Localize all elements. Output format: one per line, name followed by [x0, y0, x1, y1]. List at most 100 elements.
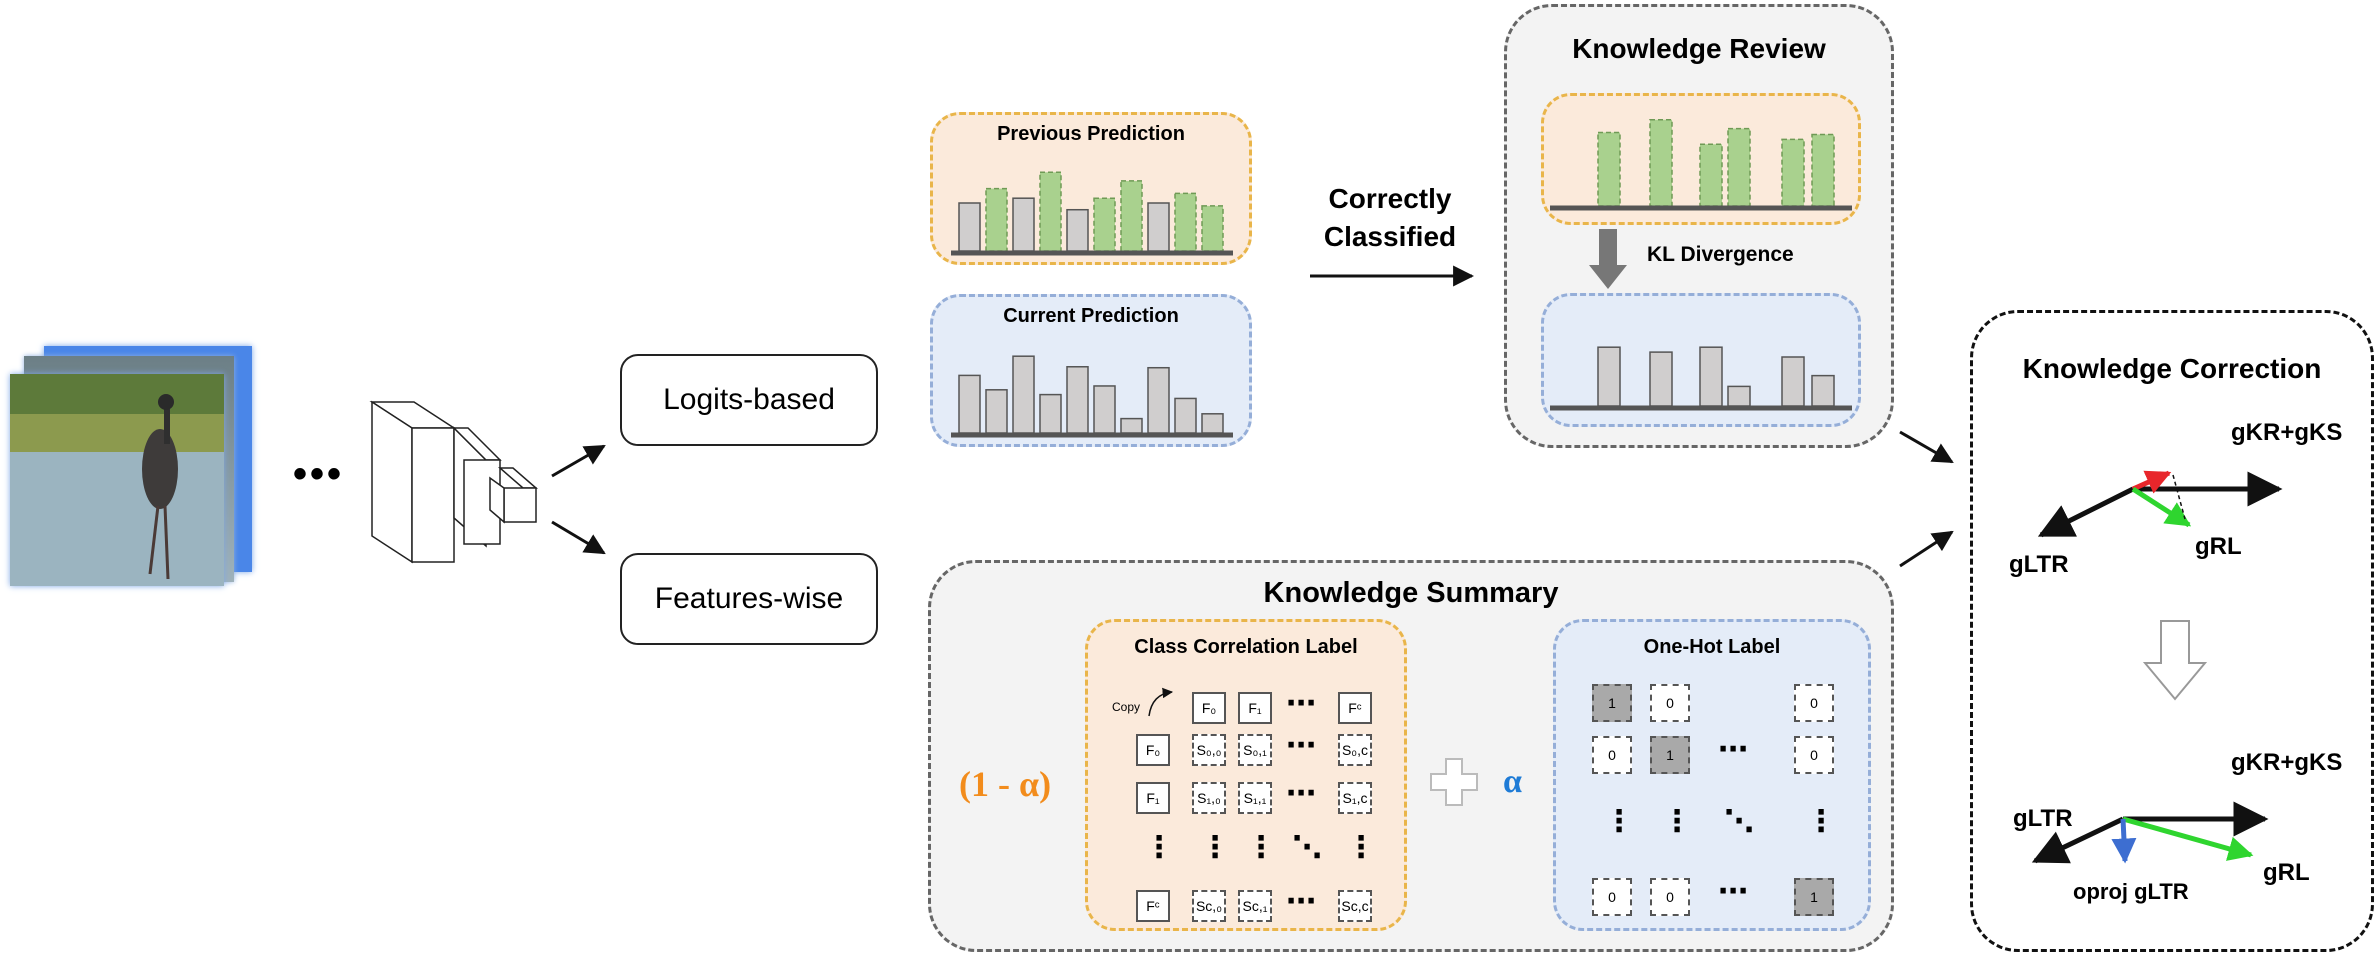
one-hot-title: One-Hot Label: [1643, 636, 1781, 658]
current-prediction-title: Current Prediction: [1003, 305, 1179, 327]
bar-gray: [1811, 374, 1835, 407]
oproj-label: oproj gLTR: [2073, 879, 2189, 904]
bar-gray: [985, 389, 1008, 434]
ccl-cell: Sc,₀: [1192, 890, 1226, 922]
ccl-header-f0: F₀: [1192, 692, 1226, 724]
features-wise-box: Features-wise: [620, 553, 878, 645]
image-front: [10, 374, 224, 586]
onehot-h-dots: ⋯: [1718, 733, 1750, 766]
top-gltr-label: gLTR: [2009, 551, 2069, 578]
ccl-d-dots: ⋱: [1292, 831, 1324, 864]
arrow-to-features: [551, 520, 606, 555]
arrow-summary-to-correction: [1899, 530, 1954, 568]
ccl-side-f0: F₀: [1136, 734, 1170, 766]
ccl-h-dots: ⋯: [1286, 777, 1318, 810]
ccl-h-dots: ⋯: [1286, 885, 1318, 918]
kl-divergence-label: KL Divergence: [1647, 243, 1794, 266]
bar-green: [1699, 143, 1723, 207]
review-previous-bars: [1550, 119, 1852, 211]
knowledge-correction-panel: Knowledge Correction gKR+gKS gLTR gRL gK…: [1970, 310, 2374, 952]
bar-gray: [1039, 393, 1062, 434]
hollow-down-arrow-icon: [2143, 620, 2207, 701]
previous-prediction-title: Previous Prediction: [997, 123, 1185, 145]
correctly-label-line1: Correctly: [1328, 183, 1452, 214]
onehot-cell: 0: [1650, 878, 1690, 916]
current-prediction-bars: [951, 355, 1233, 438]
knowledge-summary-title: Knowledge Summary: [1263, 577, 1559, 609]
ccl-side-f1: F₁: [1136, 782, 1170, 814]
ccl-cell: S₀,c: [1338, 734, 1372, 766]
bar-gray: [1649, 351, 1673, 407]
onehot-h-dots: ⋯: [1718, 875, 1750, 908]
bar-gray: [1093, 385, 1116, 434]
onehot-cell: 0: [1794, 684, 1834, 722]
features-wise-label: Features-wise: [654, 582, 844, 615]
one-hot-label-panel: One-Hot Label 1 0 0 0 1 ⋯ 0 ⋮ ⋮ ⋱ ⋮ 0 0 …: [1553, 619, 1871, 931]
alpha-coefficient: α: [1503, 763, 1522, 800]
knowledge-correction-title: Knowledge Correction: [2022, 353, 2322, 384]
bar-green: [1727, 127, 1751, 207]
bar-gray: [1120, 417, 1143, 434]
correction-top-vectors: [2037, 470, 2283, 538]
onehot-cell: 1: [1650, 736, 1690, 774]
bar-gray: [1597, 346, 1621, 407]
knowledge-review-panel: Knowledge Review KL Divergence: [1504, 4, 1894, 448]
correctly-label-line2: Classified: [1323, 221, 1457, 252]
arrow-to-logits: [551, 444, 606, 478]
review-current-panel: [1541, 293, 1861, 427]
onehot-d-dots: ⋱: [1724, 805, 1756, 838]
bar-gray: [1174, 397, 1197, 434]
ccl-cell: S₀,₁: [1238, 734, 1272, 766]
bottom-gltr-label: gLTR: [2013, 805, 2073, 832]
onehot-cell: 1: [1794, 878, 1834, 916]
bar-gray: [1201, 413, 1224, 434]
ccl-v-dots: ⋮: [1246, 831, 1278, 864]
review-previous-panel: [1541, 93, 1861, 225]
network-ellipsis: •••: [293, 452, 345, 496]
bar-green: [1811, 133, 1835, 207]
previous-prediction-bars: [951, 171, 1233, 256]
correction-bottom-vectors: [2031, 801, 2269, 864]
bar-green: [1093, 197, 1116, 252]
bar-green: [1781, 138, 1805, 207]
ccl-cell: S₁,₁: [1238, 782, 1272, 814]
ccl-v-dots: ⋮: [1346, 831, 1378, 864]
ccl-side-v-dots: ⋮: [1144, 831, 1176, 864]
onehot-v-dots: ⋮: [1662, 805, 1694, 838]
ccl-header-fc: Fᶜ: [1338, 692, 1372, 724]
ccl-cell: Sc,c: [1338, 890, 1372, 922]
class-correlation-label-panel: Class Correlation Label Copy F₀ F₁ ⋯ Fᶜ …: [1085, 619, 1407, 931]
bottom-grl-label: gRL: [2263, 859, 2310, 886]
top-grl-label: gRL: [2195, 533, 2242, 560]
bar-green: [985, 187, 1008, 252]
bar-gray: [1012, 197, 1035, 252]
correctly-classified-label: Correctly Classified: [1300, 180, 1480, 256]
kl-down-arrow: [1589, 229, 1627, 289]
top-sum-label: gKR+gKS: [2231, 419, 2343, 446]
knowledge-review-title: Knowledge Review: [1572, 33, 1826, 64]
bar-green: [1174, 192, 1197, 252]
ccl-title: Class Correlation Label: [1134, 636, 1358, 658]
plus-icon: [1430, 758, 1478, 806]
ccl-side-fc: Fᶜ: [1136, 890, 1170, 922]
logits-based-box: Logits-based: [620, 354, 878, 446]
bar-green: [1649, 119, 1673, 207]
ccl-v-dots: ⋮: [1200, 831, 1232, 864]
bar-gray: [1699, 346, 1723, 407]
bar-gray: [1066, 366, 1089, 434]
onehot-cell: 0: [1592, 878, 1632, 916]
logits-based-label: Logits-based: [663, 383, 835, 416]
bottom-sum-label: gKR+gKS: [2231, 749, 2343, 776]
ccl-h-dots: ⋯: [1286, 729, 1318, 762]
bar-green: [1201, 205, 1224, 252]
onehot-cell: 0: [1592, 736, 1632, 774]
ccl-cell: S₁,₀: [1192, 782, 1226, 814]
onehot-cell: 1: [1592, 684, 1632, 722]
ccl-cell: S₁,c: [1338, 782, 1372, 814]
arrow-review-to-correction: [1899, 430, 1954, 464]
onehot-v-dots: ⋮: [1604, 805, 1636, 838]
onehot-cell: 0: [1650, 684, 1690, 722]
onehot-v-dots: ⋮: [1806, 805, 1838, 838]
